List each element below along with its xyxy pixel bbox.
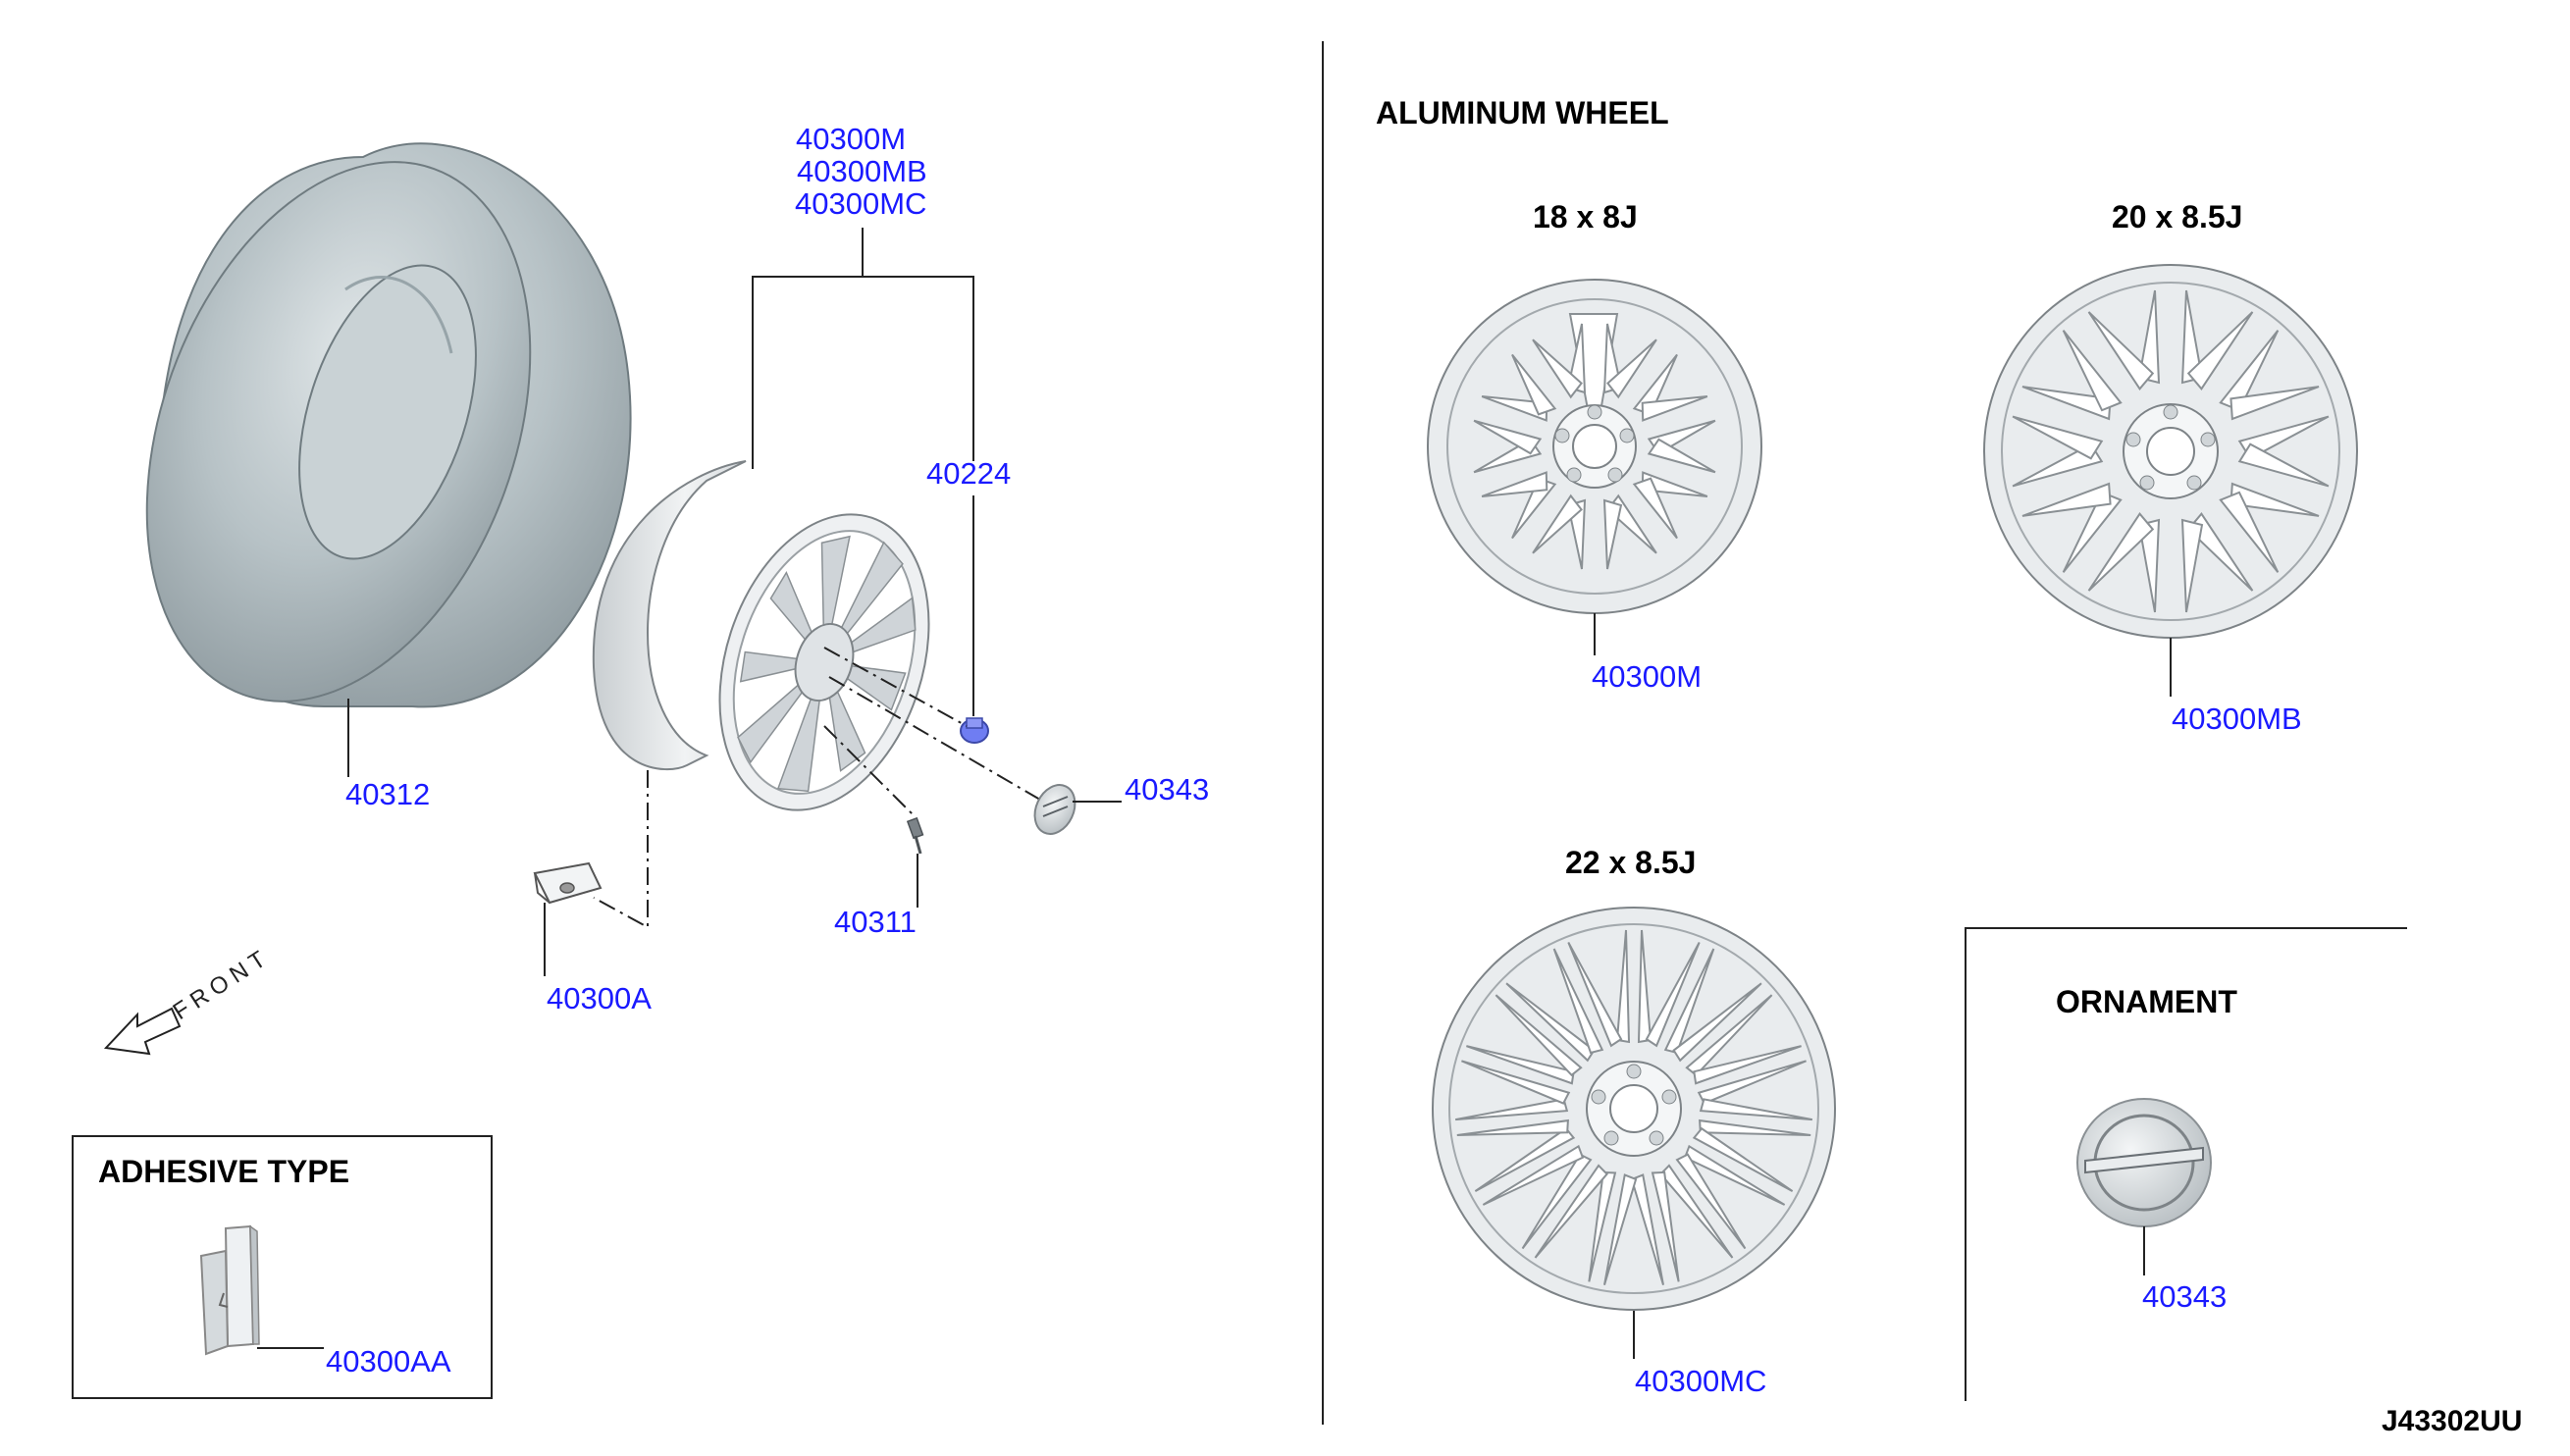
- wheel-illustration: [592, 460, 930, 811]
- wheel-20-size: 20 x 8.5J: [2112, 199, 2242, 234]
- part-number-adhesive-sensor: 40300AA: [326, 1344, 451, 1378]
- wheel-18-icon: [1427, 279, 1762, 614]
- aluminum-wheel-heading: ALUMINUM WHEEL: [1376, 95, 1669, 130]
- part-number-nut: 40224: [926, 456, 1011, 491]
- part-number-ornament: 40343: [2142, 1279, 2227, 1314]
- wheel-20-icon: [1983, 264, 2358, 639]
- axis-line-cap: [828, 676, 1041, 801]
- ornament-icon: [2076, 1098, 2212, 1227]
- tire-illustration: [145, 142, 632, 708]
- part-number-center-cap: 40343: [1125, 772, 1209, 806]
- axis-line-valve: [823, 725, 914, 815]
- diagram-reference: J43302UU: [2382, 1405, 2522, 1437]
- wheel-nut-icon: [960, 717, 989, 744]
- part-number-wheel-mb: 40300MB: [797, 154, 927, 188]
- adhesive-sensor-icon: [199, 1224, 260, 1356]
- part-number-wheel-18: 40300M: [1592, 659, 1702, 694]
- axis-line-sensor: [593, 770, 649, 929]
- wheel-bracket: [752, 276, 974, 469]
- adhesive-type-heading: ADHESIVE TYPE: [98, 1154, 349, 1189]
- axis-line-nut: [823, 647, 968, 727]
- front-label: FRONT: [169, 943, 276, 1025]
- wheel-22-size: 22 x 8.5J: [1565, 845, 1696, 880]
- center-cap-icon: [1033, 784, 1076, 835]
- part-number-sensor: 40300A: [547, 981, 652, 1015]
- valve-icon: [906, 816, 924, 855]
- front-arrow-icon: [103, 1007, 182, 1056]
- ornament-frame: [1965, 927, 2407, 1401]
- part-number-wheel-22: 40300MC: [1635, 1364, 1766, 1398]
- part-number-tire: 40312: [345, 777, 430, 811]
- wheel-18-size: 18 x 8J: [1533, 199, 1638, 234]
- part-number-wheel-mc: 40300MC: [795, 186, 926, 221]
- tpms-sensor-icon: [533, 861, 603, 905]
- ornament-heading: ORNAMENT: [2056, 984, 2237, 1019]
- part-number-valve: 40311: [834, 905, 917, 939]
- adhesive-type-box: [72, 1135, 493, 1399]
- wheel-22-icon: [1432, 907, 1836, 1311]
- part-number-wheel-m: 40300M: [796, 122, 906, 156]
- part-number-wheel-20: 40300MB: [2172, 702, 2302, 736]
